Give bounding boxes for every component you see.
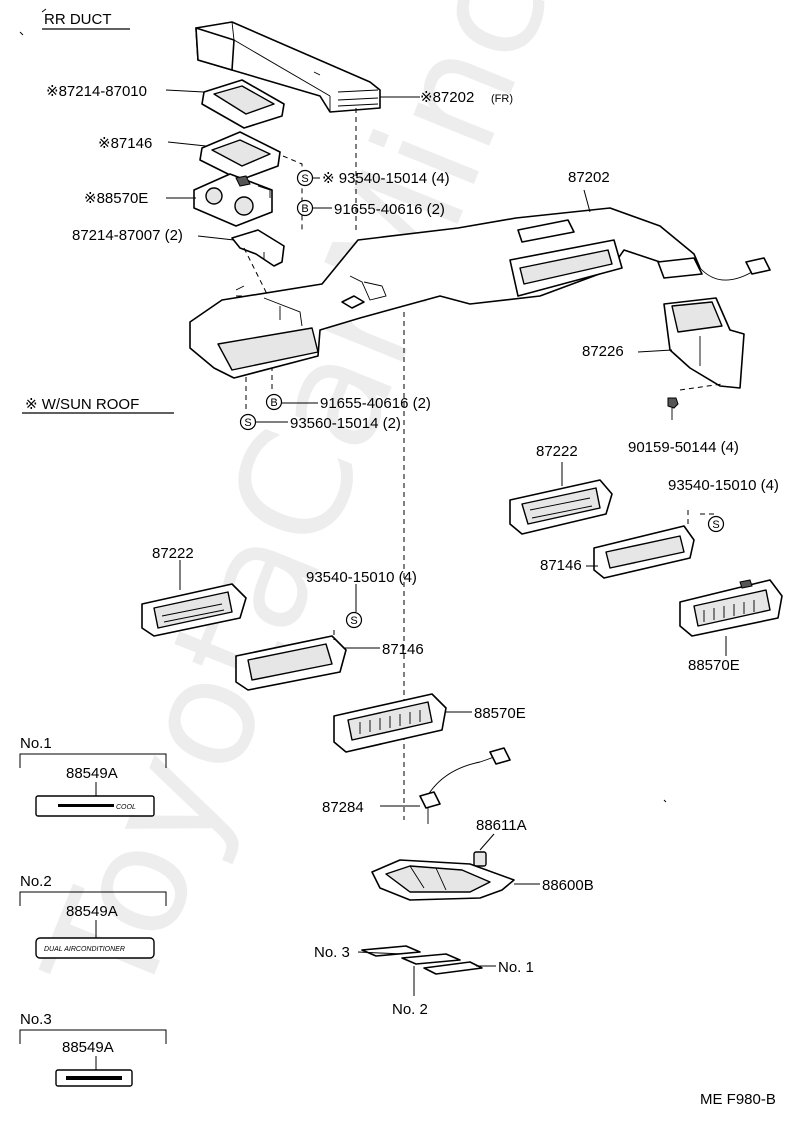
callout-no1: No. 1 xyxy=(498,959,534,976)
bolt-symbol: B xyxy=(265,393,283,411)
duct-87226-part xyxy=(663,297,745,389)
callout-93540-15010-right: 93540-15010 (4) xyxy=(668,477,779,494)
screw-symbol: S xyxy=(345,611,363,629)
register-88570e-mid-part xyxy=(333,693,447,753)
callout-87202-fr: ※87202 xyxy=(420,89,474,106)
register-87222-left-part xyxy=(141,583,247,637)
bracket-87214-87007-part xyxy=(231,229,285,267)
wire-87284-part xyxy=(419,747,511,824)
screw-symbol: S xyxy=(707,515,725,533)
callout-90159-50144: 90159-50144 (4) xyxy=(628,439,739,456)
plate-part-number: 88549A xyxy=(62,1039,114,1056)
screw-symbol: S xyxy=(296,169,314,187)
plate-part-number: 88549A xyxy=(66,765,118,782)
callout-87146-right: 87146 xyxy=(540,557,582,574)
callout-93560-15014: 93560-15014 (2) xyxy=(290,415,401,432)
leader-lines xyxy=(165,89,716,515)
alignment-line xyxy=(679,383,723,391)
gasket-87146-top-part xyxy=(199,131,281,181)
register-88570e-top-part xyxy=(193,173,273,227)
plate-part-number: 88549A xyxy=(66,903,118,920)
callout-87202: 87202 xyxy=(568,169,610,186)
callout-87214-87010: ※87214-87010 xyxy=(46,83,147,100)
callout-88600b: 88600B xyxy=(542,877,594,894)
bezel-87146-right-part xyxy=(593,525,695,579)
plate-no3: No.3 88549A xyxy=(19,1011,167,1087)
callout-87202-fr-suffix: (FR) xyxy=(491,93,513,105)
callout-91655-40616-top: 91655-40616 (2) xyxy=(334,201,445,218)
plate-text: DUAL AIRCONDITIONER xyxy=(44,946,125,953)
lamp-88600b-part xyxy=(371,859,515,901)
svg-text:B: B xyxy=(270,397,277,409)
plate-no1: No.1 88549A COOL xyxy=(19,735,167,817)
callout-93540-15010-mid: 93540-15010 (4) xyxy=(306,569,417,586)
callout-87146-top: ※87146 xyxy=(98,135,152,152)
svg-text:S: S xyxy=(244,417,251,429)
callout-93540-15014: ※ 93540-15014 (4) xyxy=(322,170,450,187)
svg-text:B: B xyxy=(301,203,308,215)
screw-90159-50144-part xyxy=(667,397,679,420)
plate-title: No.2 xyxy=(20,873,52,890)
header: RR DUCT ※ W/SUN ROOF xyxy=(22,8,174,414)
callout-87214-87007: 87214-87007 (2) xyxy=(72,227,183,244)
svg-text:S: S xyxy=(301,173,308,185)
gasket-87214-87010-part xyxy=(201,79,285,129)
svg-text:S: S xyxy=(712,519,719,531)
plate-text: COOL xyxy=(116,804,136,811)
callout-87222-left: 87222 xyxy=(152,545,194,562)
callout-87146-mid: 87146 xyxy=(382,641,424,658)
alignment-line xyxy=(282,155,303,230)
plate-no2: No.2 88549A DUAL AIRCONDITIONER xyxy=(19,873,167,959)
callout-88611a: 88611A xyxy=(476,817,527,834)
callout-87226: 87226 xyxy=(582,343,624,360)
rear-duct-fr-part xyxy=(195,21,381,113)
diagram-code: ME F980-B xyxy=(700,1091,776,1108)
callout-88570e-mid: 88570E xyxy=(474,705,526,722)
register-87222-right-part xyxy=(509,479,613,535)
bolt-symbol: B xyxy=(296,199,314,217)
plate-title: No.1 xyxy=(20,735,52,752)
callout-88570e-top: ※88570E xyxy=(84,190,148,207)
bulb-88611a-part xyxy=(473,851,487,867)
register-88570e-right-part xyxy=(679,579,783,637)
callout-91655-40616-bottom: 91655-40616 (2) xyxy=(320,395,431,412)
rear-duct-87202-part xyxy=(189,207,771,379)
callout-no3: No. 3 xyxy=(314,944,350,961)
alignment-line xyxy=(243,247,271,301)
variant-note: ※ W/SUN ROOF xyxy=(25,396,139,413)
screw-symbol: S xyxy=(239,413,257,431)
callout-87284: 87284 xyxy=(322,799,364,816)
callout-88570e-right: 88570E xyxy=(688,657,740,674)
callout-no2: No. 2 xyxy=(392,1001,428,1018)
label-plate-group xyxy=(361,945,483,975)
svg-text:S: S xyxy=(350,615,357,627)
plate-title: No.3 xyxy=(20,1011,52,1028)
callouts: ※87214-87010 ※87202 (FR) ※87146 ※ 93540-… xyxy=(46,83,779,1018)
section-title: RR DUCT xyxy=(44,11,112,28)
callout-87222-right: 87222 xyxy=(536,443,578,460)
bezel-87146-mid-part xyxy=(235,635,347,691)
